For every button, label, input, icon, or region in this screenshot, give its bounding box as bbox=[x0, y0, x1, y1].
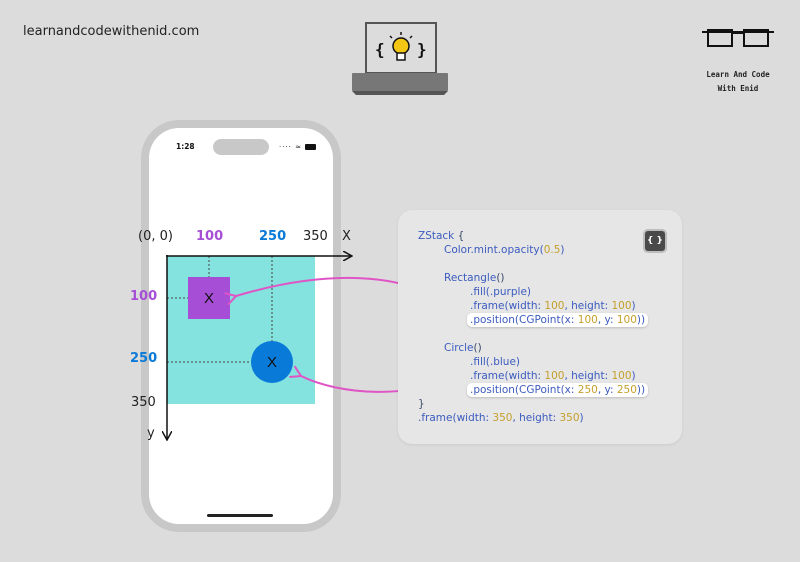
code-brace-open: { bbox=[457, 230, 465, 242]
code-y-prefix-1: , y: bbox=[597, 314, 617, 326]
wifi-icon: ≈ bbox=[295, 143, 303, 151]
code-frame-prefix-1: .frame(width: bbox=[470, 300, 545, 312]
code-position-prefix-1: .position( bbox=[470, 314, 520, 326]
code-y-prefix-2: , y: bbox=[597, 384, 617, 396]
code-frame-close-3: ) bbox=[579, 412, 584, 424]
code-position-prefix-2: .position( bbox=[470, 384, 520, 396]
highlight-position-rect: .position(CGPoint(x: 100, y: 100)) bbox=[467, 313, 649, 327]
dynamic-island bbox=[213, 139, 269, 155]
code-y-2: 250 bbox=[616, 384, 637, 396]
code-color-value: 0.5 bbox=[543, 244, 561, 256]
code-line-position-rect: .position(CGPoint(x: 100, y: 100)) bbox=[467, 313, 649, 327]
code-x-1: 100 bbox=[577, 314, 598, 326]
code-card: { } ZStack { Color.mint.opacity(0.5) Rec… bbox=[398, 210, 682, 444]
code-cgpoint-2: CGPoint bbox=[519, 384, 561, 396]
code-circle-parens: () bbox=[473, 342, 482, 354]
code-line-frame-rect: .frame(width: 100, height: 100) bbox=[470, 299, 636, 313]
laptop-lightbulb-logo: { } bbox=[351, 22, 449, 96]
code-rectangle: Rectangle bbox=[444, 272, 497, 284]
code-fill-blue: .fill(.blue) bbox=[470, 356, 521, 368]
y-axis-label: y bbox=[147, 426, 155, 441]
code-brace-close: } bbox=[418, 398, 425, 410]
y-tick-350: 350 bbox=[131, 395, 156, 410]
purple-rectangle bbox=[188, 277, 230, 319]
code-frame-h-2: 100 bbox=[611, 370, 632, 382]
glasses-icon bbox=[702, 29, 774, 47]
code-x-2: 250 bbox=[577, 384, 598, 396]
code-line-rectangle: Rectangle() bbox=[444, 271, 505, 285]
code-frame-w-1: 100 bbox=[544, 300, 565, 312]
code-x-prefix-1: (x: bbox=[560, 314, 578, 326]
home-indicator bbox=[207, 514, 273, 517]
code-frame-h-prefix-2: , height: bbox=[564, 370, 612, 382]
code-color-prefix: Color.mint.opacity( bbox=[444, 244, 544, 256]
code-frame-close-2: ) bbox=[631, 370, 636, 382]
code-line-brace-close: } bbox=[418, 397, 425, 411]
status-time: 1:28 bbox=[176, 142, 195, 151]
code-frame-h-1: 100 bbox=[611, 300, 632, 312]
code-cgpoint-1: CGPoint bbox=[519, 314, 561, 326]
x-tick-100: 100 bbox=[196, 229, 224, 244]
brand-text: Learn And Code With Enid bbox=[694, 68, 782, 96]
code-circle: Circle bbox=[444, 342, 474, 354]
code-zstack: ZStack bbox=[418, 230, 455, 242]
battery-icon bbox=[305, 144, 317, 150]
code-close-1: )) bbox=[636, 314, 646, 326]
circle-center-marker: X bbox=[267, 354, 277, 371]
code-close-2: )) bbox=[636, 384, 646, 396]
code-line-frame-outer: .frame(width: 350, height: 350) bbox=[418, 411, 584, 425]
code-frame-w-3: 350 bbox=[492, 412, 513, 424]
brand-line-1: Learn And Code bbox=[706, 70, 770, 79]
x-tick-350: 350 bbox=[303, 229, 328, 244]
code-x-prefix-2: (x: bbox=[560, 384, 578, 396]
origin-label: (0, 0) bbox=[138, 229, 173, 244]
code-line-fill-purple: .fill(.purple) bbox=[470, 285, 531, 299]
code-frame-h-prefix-1: , height: bbox=[564, 300, 612, 312]
y-tick-100: 100 bbox=[130, 289, 158, 304]
glasses-brand-logo: Learn And Code With Enid bbox=[700, 24, 776, 94]
code-y-1: 100 bbox=[616, 314, 637, 326]
cellular-icon: ···· bbox=[279, 143, 292, 151]
y-tick-250: 250 bbox=[130, 351, 158, 366]
code-rectangle-parens: () bbox=[496, 272, 505, 284]
code-frame-close-1: ) bbox=[631, 300, 636, 312]
x-axis-label: X bbox=[342, 229, 351, 244]
site-name: learnandcodewithenid.com bbox=[23, 24, 200, 39]
code-line-color: Color.mint.opacity(0.5) bbox=[444, 243, 565, 257]
blue-circle bbox=[251, 341, 293, 383]
code-frame-h-prefix-3: , height: bbox=[512, 412, 560, 424]
code-line-position-circle: .position(CGPoint(x: 250, y: 250)) bbox=[467, 383, 649, 397]
code-line-frame-circle: .frame(width: 100, height: 100) bbox=[470, 369, 636, 383]
svg-text:{: { bbox=[375, 40, 385, 59]
svg-text:}: } bbox=[417, 40, 427, 59]
code-frame-prefix-3: .frame(width: bbox=[418, 412, 493, 424]
brand-line-2: With Enid bbox=[717, 84, 759, 93]
code-color-close: ) bbox=[560, 244, 565, 256]
code-frame-prefix-2: .frame(width: bbox=[470, 370, 545, 382]
status-icons: ···· ≈ bbox=[279, 143, 317, 151]
highlight-position-circle: .position(CGPoint(x: 250, y: 250)) bbox=[467, 383, 649, 397]
code-braces-icon: { } bbox=[643, 229, 667, 253]
code-line-circle: Circle() bbox=[444, 341, 482, 355]
rectangle-center-marker: X bbox=[204, 290, 214, 307]
code-line-fill-blue: .fill(.blue) bbox=[470, 355, 520, 369]
code-fill-purple: .fill(.purple) bbox=[470, 286, 531, 298]
x-tick-250: 250 bbox=[259, 229, 287, 244]
code-frame-h-3: 350 bbox=[559, 412, 580, 424]
code-frame-w-2: 100 bbox=[544, 370, 565, 382]
code-line-zstack: ZStack { bbox=[418, 229, 464, 243]
